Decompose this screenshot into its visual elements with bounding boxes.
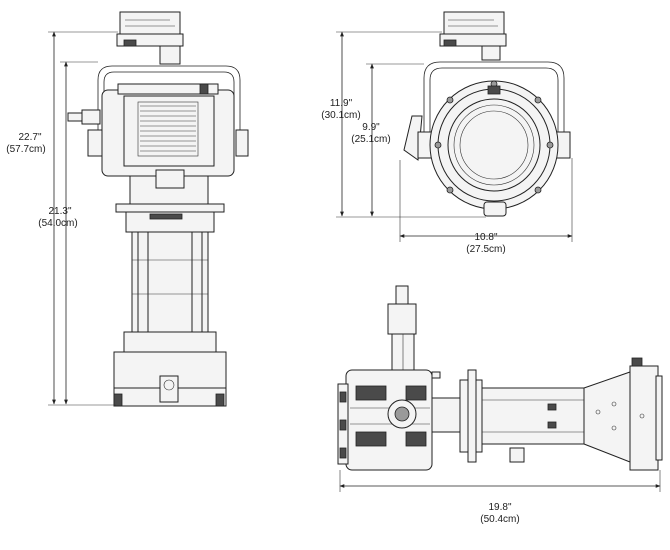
- dim-cm: (54.0cm): [38, 218, 77, 229]
- profile-view: [337, 285, 663, 471]
- dim-inches: 9.9": [362, 122, 380, 133]
- dim-inches: 10.8": [474, 232, 497, 243]
- dim-inches: 19.8": [488, 502, 511, 513]
- side-dimension-lines: [336, 31, 573, 242]
- length-dimension-line: [339, 470, 661, 492]
- front-height-total-label: 22.7" (57.7cm): [6, 132, 45, 155]
- side-width-label: 10.8" (27.5cm): [466, 232, 505, 255]
- side-view: [403, 11, 571, 217]
- side-height-body-label: 9.9" (25.1cm): [351, 122, 390, 145]
- dim-cm: (27.5cm): [466, 244, 505, 255]
- dim-cm: (30.1cm): [321, 110, 360, 121]
- dim-inches: 22.7": [18, 132, 41, 143]
- front-dimension-lines: [48, 31, 118, 406]
- dim-cm: (25.1cm): [351, 134, 390, 145]
- dim-inches: 21.3": [48, 206, 71, 217]
- length-label: 19.8" (50.4cm): [480, 502, 519, 525]
- dim-inches: 11.9": [330, 98, 353, 109]
- dim-cm: (50.4cm): [480, 514, 519, 525]
- dim-cm: (57.7cm): [6, 144, 45, 155]
- front-height-body-label: 21.3" (54.0cm): [38, 206, 77, 229]
- front-fins: [137, 101, 199, 157]
- side-height-total-label: 11.9" (30.1cm): [321, 98, 360, 121]
- front-view: [67, 11, 249, 407]
